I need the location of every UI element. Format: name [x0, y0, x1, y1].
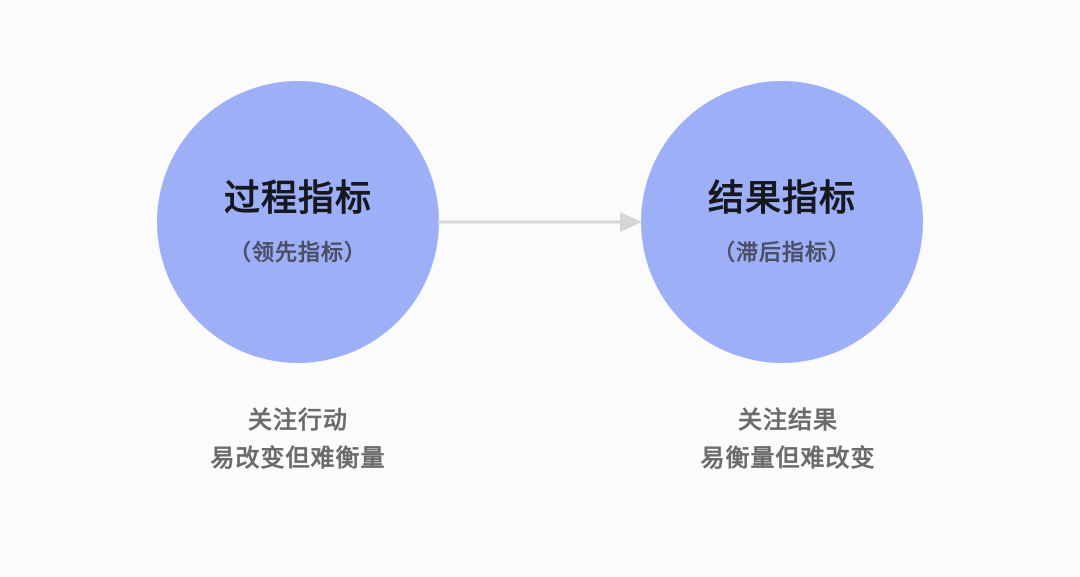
process-metric-title: 过程指标: [223, 178, 372, 219]
result-metric-desc-line: 易衡量但难改变: [700, 444, 876, 472]
process-metric-subtitle: （领先指标）: [228, 241, 367, 266]
arrow-head: [620, 212, 642, 232]
result-metric-description: 关注结果 易衡量但难改变: [638, 401, 938, 477]
result-metric-circle: 结果指标 （滞后指标）: [641, 81, 923, 363]
process-metric-desc-line: 易改变但难衡量: [210, 444, 386, 472]
result-metric-title: 结果指标: [707, 178, 856, 219]
process-metric-circle: 过程指标 （领先指标）: [157, 81, 439, 363]
flow-arrow: [438, 212, 642, 232]
result-metric-subtitle: （滞后指标）: [712, 241, 851, 266]
process-metric-description: 关注行动 易改变但难衡量: [148, 401, 448, 477]
process-metric-desc-line: 关注行动: [248, 406, 348, 434]
result-metric-desc-line: 关注结果: [738, 406, 838, 434]
